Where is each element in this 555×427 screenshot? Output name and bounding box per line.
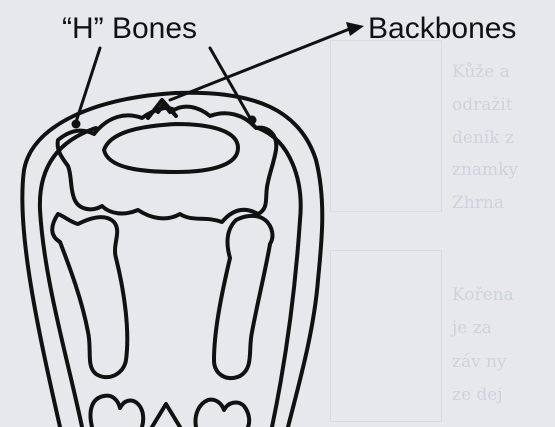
h-bones-point-left: [72, 120, 81, 129]
backbones-arrowhead: [346, 22, 364, 36]
backbones-label: Backbones: [368, 14, 516, 44]
bottom-lobe-right: [196, 400, 250, 427]
h-bones-point-right: [248, 116, 257, 125]
bottom-lobe-left: [91, 396, 144, 427]
h-bones-label: “H” Bones: [62, 14, 197, 44]
right-limb: [214, 216, 272, 378]
bottom-center-notch: [152, 404, 180, 427]
oval-core: [104, 124, 238, 172]
backbones-leader: [170, 28, 352, 100]
